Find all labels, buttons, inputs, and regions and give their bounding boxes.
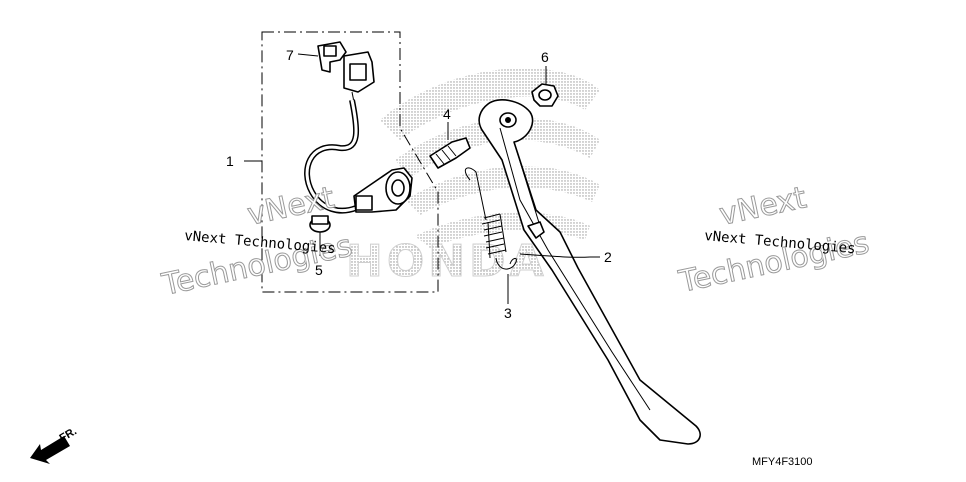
watermark-left: vNext Technologies vNext Technologies (158, 180, 356, 304)
watermark-right: vNext Technologies vNext Technologies (675, 180, 873, 301)
honda-wing-logo (380, 68, 600, 248)
front-direction-arrow: FR. (30, 425, 79, 464)
arrow-icon (30, 436, 70, 464)
part-7-clip (317, 41, 347, 73)
assembly-boundary (261, 31, 439, 293)
part-5-bolt (309, 215, 331, 256)
honda-logo-text: HONDA (346, 236, 548, 287)
part-1-side-stand-switch (304, 51, 413, 214)
part-4-pivot-bolt (429, 137, 471, 169)
callout-2: 2 (604, 249, 612, 265)
callout-4: 4 (443, 106, 451, 122)
part-3-spring (464, 167, 517, 304)
watermark-right-big-1: vNext (716, 180, 809, 233)
leader-lines (244, 53, 600, 258)
callout-7: 7 (286, 47, 294, 63)
diagram-code: MFY4F3100 (752, 456, 813, 468)
callout-5: 5 (315, 262, 323, 278)
callout-3: 3 (504, 305, 512, 321)
callout-6: 6 (541, 49, 549, 65)
part-6-nut (531, 83, 559, 107)
part-2-side-stand (478, 99, 701, 445)
callout-1: 1 (226, 153, 234, 169)
front-label: FR. (58, 425, 79, 444)
